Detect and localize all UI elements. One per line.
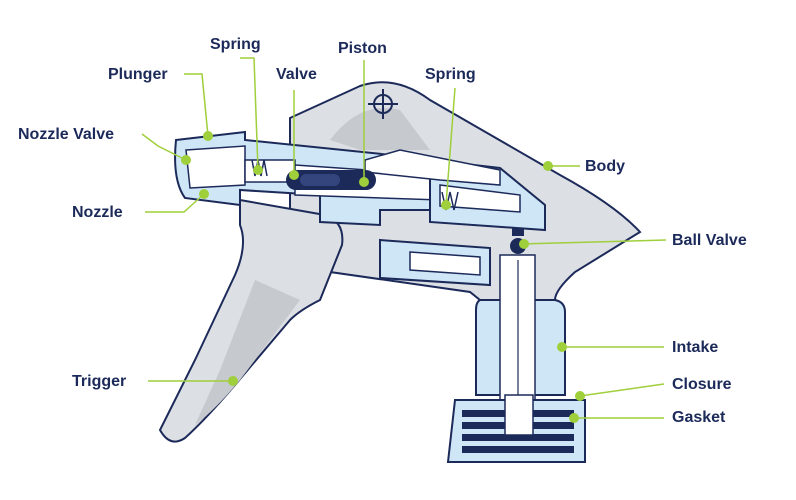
label-trigger: Trigger <box>72 373 127 390</box>
label-body: Body <box>585 158 625 175</box>
nozzle-tube <box>185 145 246 189</box>
leader-dots <box>181 131 585 423</box>
right-cylinder-inner <box>439 184 521 213</box>
leader-nozzle <box>145 193 205 213</box>
leader-lines <box>141 57 667 419</box>
trigger-shadow <box>195 280 300 425</box>
label-nozzle: Nozzle <box>72 204 123 221</box>
label-gasket: Gasket <box>672 409 726 426</box>
leader-spring-top <box>240 57 259 171</box>
label-valve: Valve <box>276 66 317 83</box>
label-intake: Intake <box>672 339 719 356</box>
sprayer-body-shadow <box>330 108 430 150</box>
label-piston: Piston <box>338 40 387 57</box>
leader-nozzle-valve <box>141 133 187 161</box>
label-spring-right: Spring <box>425 66 476 83</box>
lower-chamber-inner <box>409 251 481 276</box>
valve-part <box>286 170 376 190</box>
label-ball-valve: Ball Valve <box>672 232 747 249</box>
label-plunger: Plunger <box>108 66 168 83</box>
label-nozzle-valve: Nozzle Valve <box>18 126 115 143</box>
leader-plunger <box>184 73 209 137</box>
leader-spring-right <box>445 87 456 206</box>
leader-ball-valve <box>519 239 667 245</box>
label-closure: Closure <box>672 376 732 393</box>
crosshair-icon <box>368 89 398 119</box>
label-spring-top: Spring <box>210 36 261 53</box>
leader-closure <box>579 383 665 397</box>
